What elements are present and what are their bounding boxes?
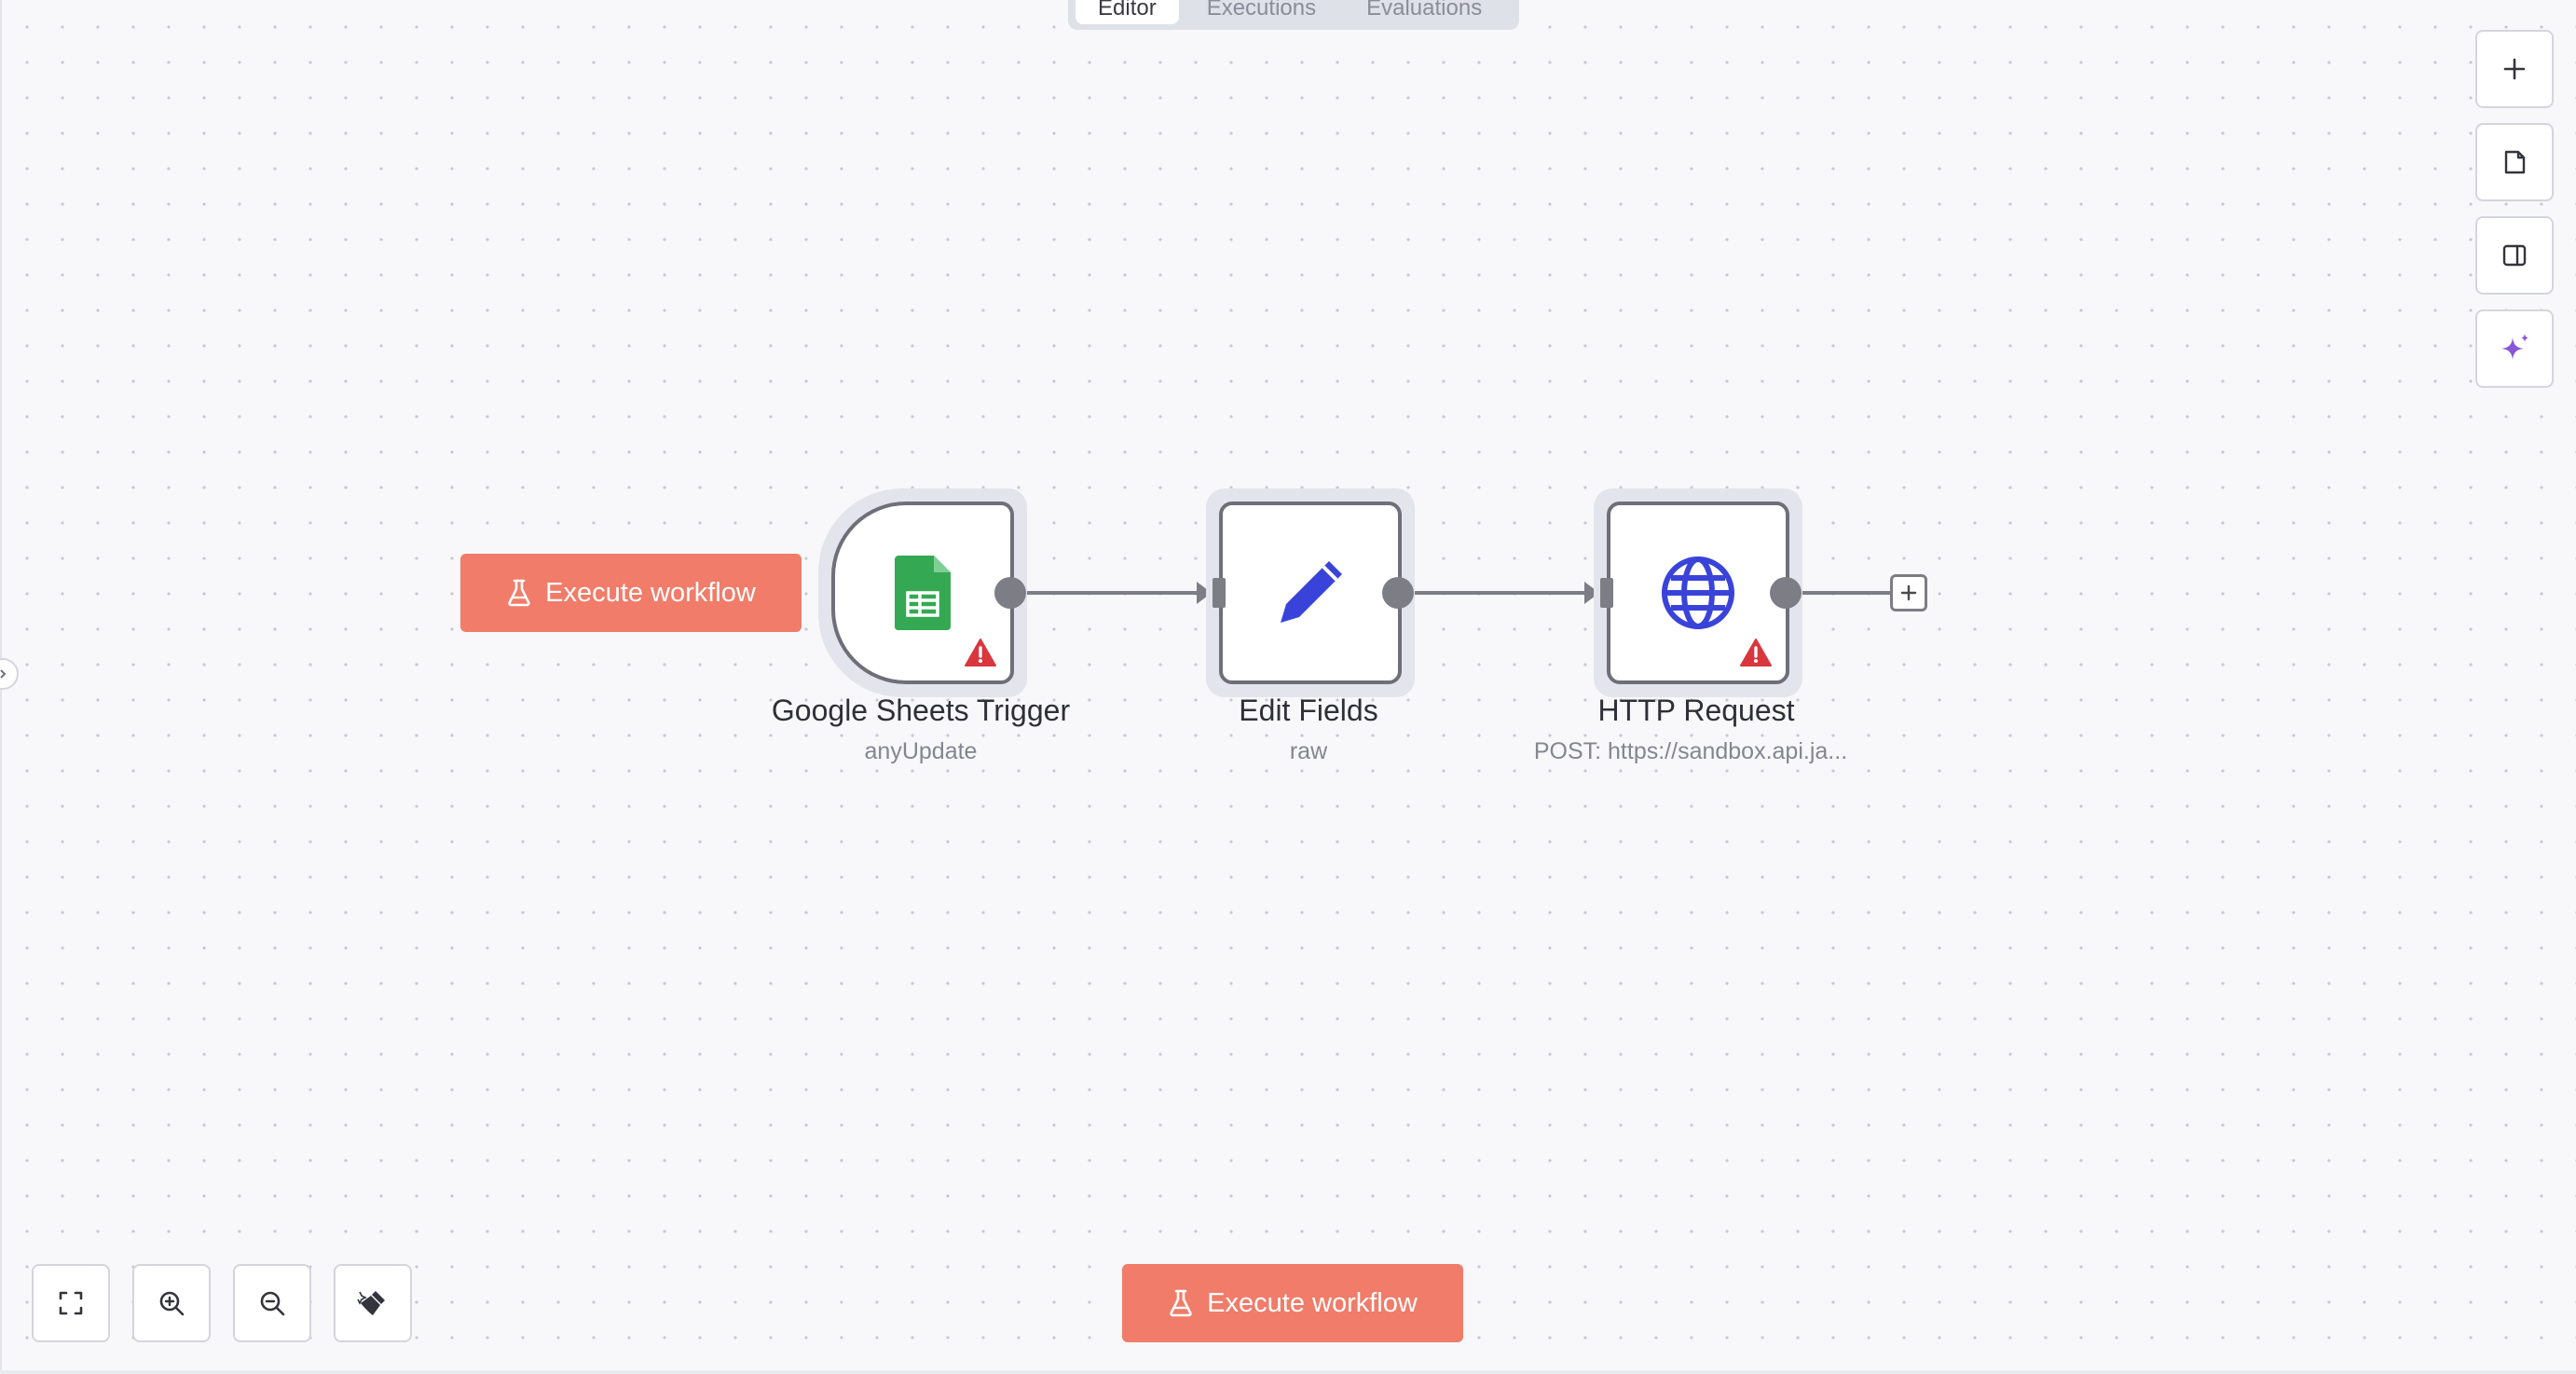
tidy-up-button[interactable] [334, 1264, 412, 1342]
plus-icon [1900, 584, 1917, 601]
input-handle[interactable] [1213, 578, 1226, 608]
zoom-in-button[interactable] [132, 1264, 211, 1342]
output-handle[interactable] [1770, 577, 1802, 609]
add-node-button[interactable] [2475, 30, 2554, 108]
execute-workflow-label: Execute workflow [545, 577, 756, 608]
view-tabs: Editor Executions Evaluations [1068, 0, 1519, 30]
tab-editor[interactable]: Editor [1076, 0, 1179, 24]
execute-workflow-label: Execute workflow [1207, 1287, 1418, 1318]
node-title: Google Sheets Trigger [771, 694, 1071, 727]
canvas-controls [32, 1264, 412, 1342]
add-next-node-button[interactable] [1890, 574, 1927, 611]
node-title: Edit Fields [1239, 694, 1378, 727]
warning-icon[interactable] [1739, 638, 1773, 667]
chevron-right-icon [0, 669, 7, 679]
tab-executions[interactable]: Executions [1206, 0, 1317, 21]
fit-view-button[interactable] [32, 1264, 110, 1342]
ai-assistant-button[interactable] [2475, 309, 2554, 388]
ai-sparkle-icon [2501, 334, 2528, 360]
output-handle[interactable] [1382, 577, 1414, 609]
node-subtitle: POST: https://sandbox.api.ja... [1533, 738, 1848, 764]
node-subtitle: raw [1289, 738, 1328, 764]
node-subtitle: anyUpdate [864, 738, 978, 764]
add-sticky-note-button[interactable] [2475, 123, 2554, 201]
flask-icon [1170, 1289, 1192, 1317]
sticky-note-icon [2504, 150, 2526, 174]
warning-icon[interactable] [964, 638, 997, 667]
zoom-out-button[interactable] [233, 1264, 311, 1342]
sidebar-expand-toggle[interactable] [0, 658, 19, 690]
right-toolbar [2475, 30, 2554, 388]
node-title: HTTP Request [1597, 694, 1795, 727]
globe-icon [1662, 556, 1734, 629]
toggle-panel-button[interactable] [2475, 216, 2554, 295]
tab-evaluations[interactable]: Evaluations [1366, 0, 1483, 21]
node-body[interactable] [1219, 502, 1402, 684]
zoom-in-icon [159, 1291, 185, 1316]
canvas-bottom-border [0, 1370, 2576, 1374]
input-handle[interactable] [1600, 578, 1613, 608]
execute-workflow-button[interactable]: Execute workflow [460, 554, 802, 632]
tidy-up-icon [357, 1291, 385, 1315]
flask-icon [508, 579, 530, 607]
zoom-out-icon [260, 1291, 285, 1316]
output-handle[interactable] [994, 577, 1026, 609]
fit-view-icon [59, 1291, 83, 1315]
plus-icon [2503, 58, 2526, 80]
google-sheets-icon [895, 556, 951, 630]
execute-workflow-bottom-button[interactable]: Execute workflow [1122, 1264, 1463, 1342]
panel-icon [2502, 244, 2527, 267]
pencil-icon [1281, 561, 1342, 623]
